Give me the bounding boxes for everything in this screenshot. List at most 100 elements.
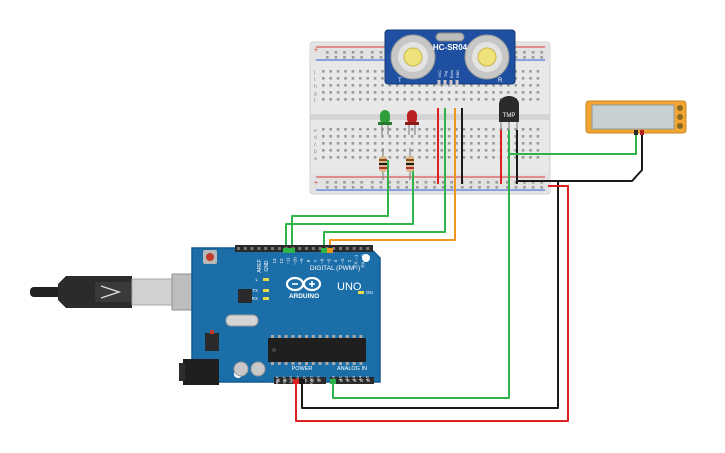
breadboard-hole <box>514 135 517 138</box>
breadboard-hole <box>344 70 347 73</box>
rail-hole <box>371 56 374 59</box>
resistor-red <box>406 148 414 180</box>
breadboard-hole <box>455 135 458 138</box>
breadboard-hole <box>322 70 325 73</box>
rail-hole <box>478 186 481 189</box>
breadboard-hole <box>492 156 495 159</box>
regulator <box>205 333 219 351</box>
mcu-pin <box>345 362 349 365</box>
breadboard-hole <box>529 98 532 101</box>
digital-pin-label: 2 <box>347 259 352 262</box>
rail-hole <box>379 51 383 54</box>
mcu-pin <box>332 362 336 365</box>
breadboard-hole <box>344 142 347 145</box>
breadboard-hole <box>336 91 340 94</box>
sensor-pin <box>437 80 441 86</box>
rail-hole <box>371 181 374 184</box>
breadboard-hole <box>322 135 325 138</box>
breadboard-hole <box>373 77 377 80</box>
mcu-pin <box>311 362 315 365</box>
breadboard-hole <box>470 156 473 159</box>
breadboard-hole <box>440 91 443 94</box>
sensor-pin <box>455 80 459 86</box>
rail-hole <box>343 56 346 59</box>
rail-hole <box>334 51 338 54</box>
breadboard-hole <box>536 142 540 145</box>
breadboard-hole <box>410 128 414 131</box>
header-pin <box>366 247 370 250</box>
breadboard-hole <box>322 77 325 80</box>
rail-hole <box>523 181 526 184</box>
breadboard-hole <box>351 156 355 159</box>
rail-hole <box>540 181 543 184</box>
rail-hole <box>461 186 464 189</box>
row-letter: i <box>314 77 315 83</box>
breadboard-hole <box>366 77 369 80</box>
breadboard-hole <box>418 98 421 101</box>
breadboard-hole <box>344 98 347 101</box>
breadboard-hole <box>499 98 503 101</box>
mcu-pins <box>271 335 363 365</box>
sensor-pin-label: VCC <box>438 70 442 78</box>
rail-hole <box>495 186 498 189</box>
rail-hole <box>371 186 374 189</box>
breadboard-hole <box>418 135 421 138</box>
breadboard-hole <box>329 128 332 131</box>
crystal <box>225 314 259 327</box>
mcu-pin <box>339 335 342 338</box>
mcu-pin <box>345 335 349 338</box>
breadboard-hole <box>373 142 377 145</box>
capacitor-2 <box>250 361 266 377</box>
breadboard-hole <box>373 128 377 131</box>
rail-hole <box>450 186 453 189</box>
row-letter: f <box>314 98 316 104</box>
breadboard-hole <box>470 91 473 94</box>
aref-label: AREF <box>257 259 263 272</box>
breadboard-hole <box>425 149 429 152</box>
mcu-pin <box>291 362 295 365</box>
digital-pin-label: ~11 <box>286 257 291 265</box>
breadboard-hole <box>499 84 503 87</box>
breadboard-hole <box>521 156 525 159</box>
sensor-pin-label: Echo <box>450 70 454 78</box>
breadboard-hole <box>329 156 332 159</box>
header-pin <box>277 379 280 382</box>
breadboard-hole <box>336 98 340 101</box>
breadboard-hole <box>492 142 495 145</box>
breadboard-hole <box>351 149 355 152</box>
breadboard-hole <box>507 84 510 87</box>
row-letter: h <box>314 84 317 90</box>
temperature-sensor: TMP <box>499 96 519 130</box>
row-letter: a <box>314 156 317 162</box>
mcu-pin <box>352 335 356 338</box>
mcu-pin <box>352 362 356 365</box>
rail-hole <box>424 186 428 189</box>
rail-hole <box>371 51 374 54</box>
breadboard-hole <box>344 156 347 159</box>
breadboard-hole <box>536 135 540 138</box>
row-letter: j <box>313 70 315 76</box>
analog-in-label: ANALOG IN <box>337 366 367 372</box>
mcu-pin <box>305 335 308 338</box>
breadboard-hole <box>462 156 466 159</box>
breadboard-hole <box>329 149 332 152</box>
rail-hole <box>478 181 481 184</box>
breadboard-hole <box>373 98 377 101</box>
mcu-pin <box>291 335 295 338</box>
breadboard-hole <box>499 91 503 94</box>
breadboard-hole <box>396 98 399 101</box>
breadboard-hole <box>418 128 421 131</box>
breadboard-hole <box>529 128 532 131</box>
led-l-label: L <box>255 277 258 282</box>
breadboard-hole <box>477 156 480 159</box>
breadboard-hole <box>529 84 532 87</box>
breadboard-hole <box>410 135 414 138</box>
header-pin <box>277 247 281 250</box>
breadboard-hole <box>351 135 355 138</box>
digital-pin-label: 7 <box>313 259 318 262</box>
digital-pin-label: 13 <box>272 258 277 264</box>
breadboard-hole <box>462 84 466 87</box>
